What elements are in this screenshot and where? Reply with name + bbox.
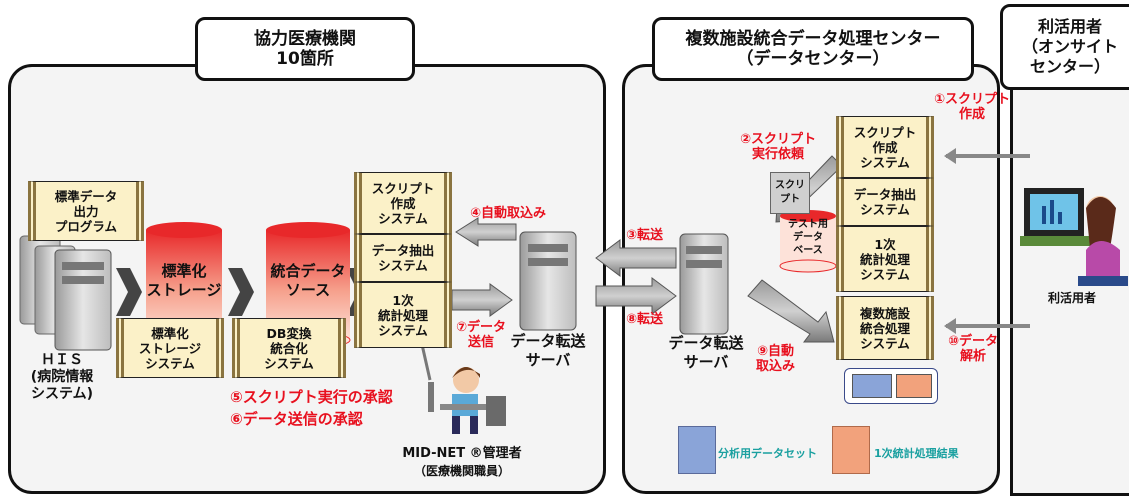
user-title: 利活用者 （オンサイト センター） — [1000, 4, 1129, 90]
step-6-label: ⑥データ送信の承認 — [230, 410, 363, 428]
standard-storage-cylinder-label: 標準化 ストレージ — [146, 262, 222, 299]
legend-dataset-label: 分析用データセット — [718, 447, 817, 460]
admin-name: MID-NET ®管理者 — [402, 446, 522, 461]
result-stats-swatch — [896, 374, 932, 398]
center-transfer-server-icon — [679, 233, 729, 335]
datacenter-title-line2: （データセンター） — [736, 49, 890, 69]
test-database-label: テスト用 データ ベース — [788, 219, 828, 256]
script-create-arrow-icon — [944, 148, 956, 164]
legend-result-icon — [832, 426, 870, 474]
user-title-line1: 利活用者 — [1037, 17, 1102, 36]
his-label: ＨＩＳ (病院情報 システム) — [30, 352, 94, 402]
db-conversion-module: DB変換 統合化 システム — [232, 318, 346, 378]
hospital-script-module: スクリプト 作成 システム — [354, 172, 452, 234]
center-extract-module: データ抽出 システム — [836, 178, 934, 226]
transfer-arrow-icon-8 — [595, 277, 677, 315]
user-title-line2: （オンサイト — [1021, 37, 1118, 56]
chevron-arrow-icon — [228, 268, 254, 316]
datacenter-title: 複数施設統合データ処理センター （データセンター） — [652, 17, 974, 81]
admin-affiliation: （医療機関職員） — [413, 464, 510, 478]
step-1-label: ①スクリプト 作成 — [933, 92, 1010, 122]
hospital-title-line1: 協力医療機関 — [254, 29, 356, 49]
step-2-label: ②スクリプト 実行依頼 — [739, 132, 816, 162]
step-3-label: ③転送 — [626, 228, 664, 243]
step-9-label: ⑨自動 取込み — [756, 344, 796, 374]
center-script-module: スクリプト 作成 システム — [836, 116, 934, 178]
hospital-extract-module: データ抽出 システム — [354, 234, 452, 282]
chevron-arrow-icon — [116, 268, 142, 316]
diagram-graphics — [19, 148, 1128, 434]
hospital-transfer-server-label: データ転送 サーバ — [510, 332, 586, 369]
hospital-stats-module: 1次 統計処理 システム — [354, 282, 452, 348]
data-send-arrow-icon — [451, 283, 513, 317]
test-database-cylinder-icon — [779, 210, 837, 273]
center-module-stack: スクリプト 作成 システム データ抽出 システム 1次 統計処理 システム — [836, 116, 934, 292]
step-5-label: ⑤スクリプト実行の承認 — [230, 388, 393, 406]
step-8-label: ⑧転送 — [626, 312, 664, 327]
hospital-title-line2: 10箇所 — [276, 49, 334, 69]
admin-person-icon — [428, 367, 506, 434]
user-person-icon — [1020, 188, 1128, 286]
auto-import-arrow-icon — [455, 217, 517, 247]
center-transfer-server-label: データ転送 サーバ — [668, 334, 744, 371]
legend-dataset-icon — [678, 426, 716, 474]
legend-result-label: 1次統計処理結果 — [874, 447, 959, 460]
datacenter-title-line1: 複数施設統合データ処理センター — [685, 29, 941, 49]
integrated-source-cylinder-label: 統合データ ソース — [270, 262, 346, 299]
hospital-title: 協力医療機関 10箇所 — [195, 17, 415, 81]
user-title-line3: センター） — [1029, 57, 1110, 76]
script-document-icon: スクリ プト — [770, 172, 810, 214]
hospital-transfer-server-icon — [519, 231, 577, 331]
transfer-arrow-icon-3 — [595, 239, 677, 277]
his-server-icons — [19, 235, 112, 351]
analysis-arrow-icon — [944, 318, 956, 334]
auto-import-diagonal-arrow-icon — [747, 279, 835, 343]
step-4-label: ④自動取込み — [470, 206, 547, 221]
user-person-label: 利活用者 — [1047, 291, 1096, 305]
hospital-module-stack: スクリプト 作成 システム データ抽出 システム 1次 統計処理 システム — [354, 172, 452, 348]
storage-system-module: 標準化 ストレージ システム — [116, 318, 224, 378]
step-7-label: ⑦データ 送信 — [456, 320, 507, 350]
result-dataset-swatch — [852, 374, 892, 398]
his-output-module: 標準データ 出力 プログラム — [28, 181, 144, 241]
multi-facility-module: 複数施設 統合処理 システム — [836, 296, 934, 360]
step-10-label: ⑩データ 解析 — [948, 334, 999, 364]
center-stats-module: 1次 統計処理 システム — [836, 226, 934, 292]
